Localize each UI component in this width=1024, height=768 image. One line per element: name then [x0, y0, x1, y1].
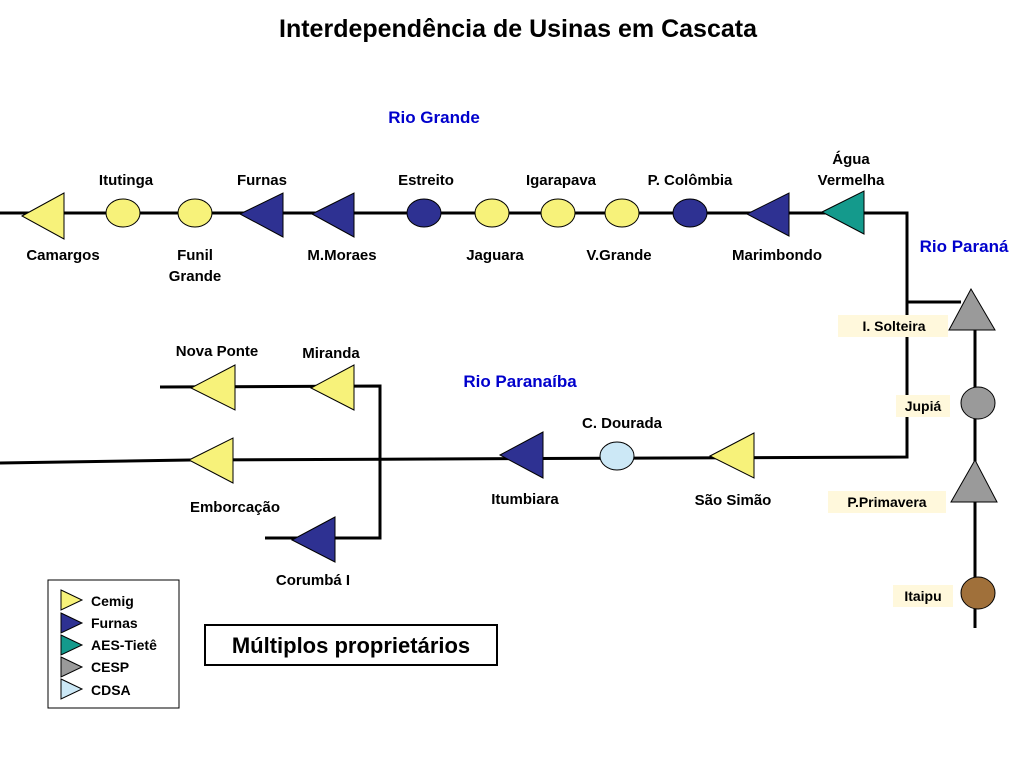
plant-sao-simao — [708, 432, 755, 479]
label-c-dourada: C. Dourada — [582, 415, 663, 432]
river-label-grande: Rio Grande — [388, 108, 480, 127]
diagram-title: Interdependência de Usinas em Cascata — [279, 15, 758, 43]
label-camargos: Camargos — [26, 247, 99, 264]
label-miranda: Miranda — [302, 345, 360, 362]
label-itutinga: Itutinga — [99, 172, 154, 189]
label-p-colombia: P. Colômbia — [648, 172, 733, 189]
label-furnas: Furnas — [237, 172, 287, 189]
legend-label-cemig: Cemig — [91, 593, 134, 609]
plant-itumbiara — [498, 431, 544, 479]
plant-p-primavera — [950, 458, 998, 503]
plant-c-dourada — [599, 441, 635, 471]
legend-swatch-cesp — [60, 656, 84, 678]
label-m-moraes: M.Moraes — [307, 247, 376, 264]
plant-furnas — [238, 192, 284, 238]
label-jaguara: Jaguara — [466, 247, 524, 264]
label-v-grande: V.Grande — [586, 247, 651, 264]
plant-itutinga — [105, 198, 141, 228]
legend: Cemig Furnas AES-Tietê CESP CDSA — [47, 579, 180, 709]
plant-itaipu — [960, 576, 996, 610]
legend-label-aes-tiete: AES-Tietê — [91, 637, 157, 653]
plant-funil-grande — [177, 198, 213, 228]
river-line-araguari — [159, 384, 382, 540]
label-marimbondo: Marimbondo — [732, 247, 822, 264]
plant-agua-vermelha — [820, 190, 865, 235]
legend-label-cesp: CESP — [91, 659, 129, 675]
label-jupia: Jupiá — [905, 398, 942, 414]
legend-label-furnas: Furnas — [91, 615, 138, 631]
plant-marimbondo — [745, 192, 790, 237]
plant-nova-ponte — [189, 364, 236, 411]
river-label-parana: Rio Paraná — [920, 237, 1009, 256]
label-funil-grande-line2: Grande — [169, 268, 222, 285]
label-p-primavera: P.Primavera — [847, 494, 926, 510]
tag-bg-i-solteira — [838, 315, 948, 337]
label-itaipu: Itaipu — [904, 588, 941, 604]
label-sao-simao: São Simão — [695, 492, 772, 509]
legend-label-cdsa: CDSA — [91, 682, 131, 698]
note-box — [204, 624, 498, 666]
plant-estreito — [406, 198, 442, 228]
label-funil-grande-line1: Funil — [177, 247, 213, 264]
tag-bg-p-primavera — [828, 491, 946, 513]
plant-p-colombia — [672, 198, 708, 228]
plant-v-grande — [604, 198, 640, 228]
label-estreito: Estreito — [398, 172, 454, 189]
label-corumba-i: Corumbá I — [276, 572, 350, 589]
plant-miranda — [309, 364, 355, 411]
legend-swatch-furnas — [60, 612, 84, 634]
plant-camargos — [20, 192, 65, 240]
tag-bg-jupia — [896, 395, 950, 417]
river-lines — [0, 211, 977, 628]
plant-jupia — [960, 386, 996, 420]
label-igarapava: Igarapava — [526, 172, 597, 189]
plant-corumba-i — [290, 516, 336, 563]
river-label-paranaiba: Rio Paranaíba — [463, 372, 577, 391]
label-i-solteira: I. Solteira — [862, 318, 925, 334]
label-agua-vermelha-line2: Vermelha — [818, 172, 885, 189]
plant-jaguara — [474, 198, 510, 228]
river-line-paranaiba — [0, 302, 909, 465]
plant-igarapava — [540, 198, 576, 228]
label-nova-ponte: Nova Ponte — [176, 343, 259, 360]
river-line-grande — [0, 211, 961, 304]
label-itumbiara: Itumbiara — [491, 491, 559, 508]
tag-bg-itaipu — [893, 585, 953, 607]
legend-swatch-cemig — [60, 589, 84, 611]
plant-i-solteira — [948, 287, 996, 331]
label-agua-vermelha-line1: Água — [832, 151, 870, 168]
plant-emborcacao — [187, 437, 234, 484]
legend-swatch-cdsa — [60, 678, 84, 700]
note-multiple-owners: Múltiplos proprietários — [232, 633, 470, 658]
legend-swatch-aes-tiete — [60, 634, 84, 656]
plant-m-moraes — [310, 192, 355, 238]
label-emborcacao: Emborcação — [190, 499, 280, 516]
